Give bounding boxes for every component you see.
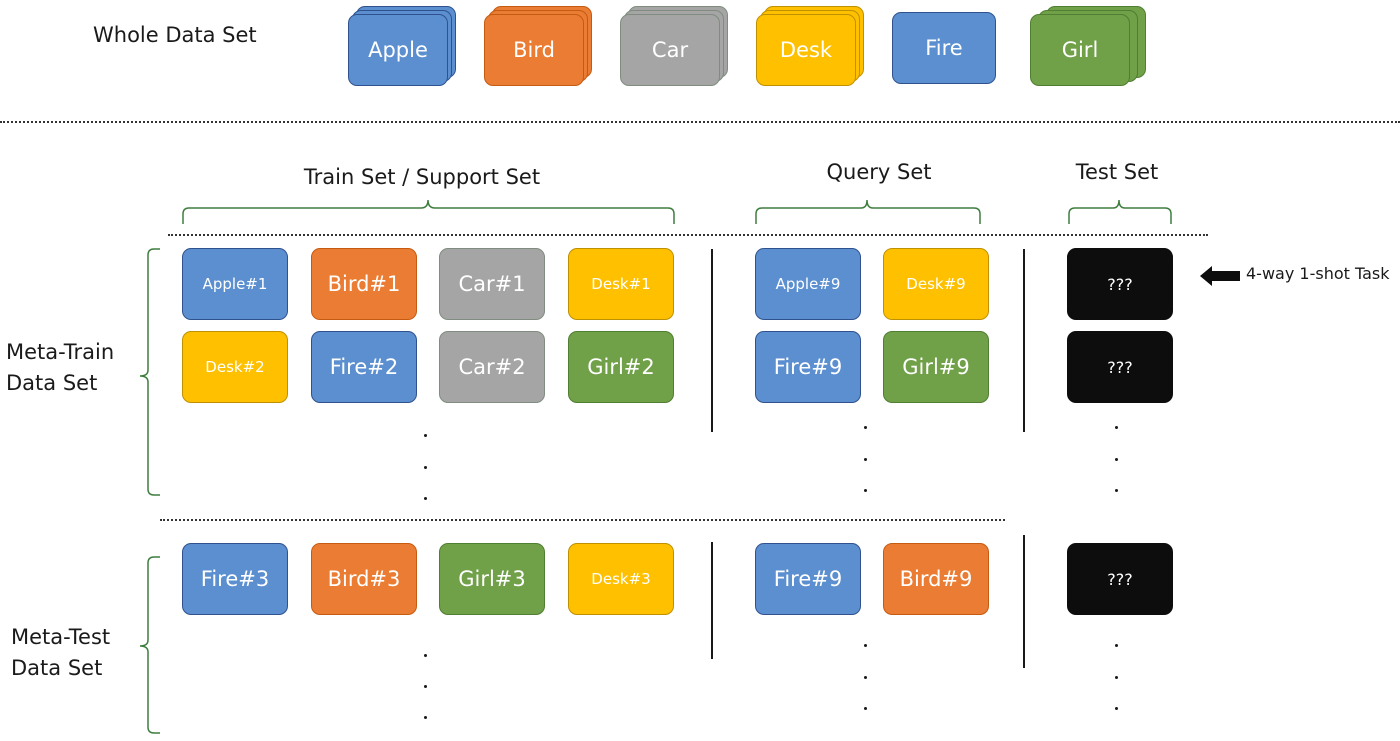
support-card: Fire#2: [311, 331, 417, 403]
section-divider: [0, 121, 1400, 123]
class-car-label: Car: [620, 14, 720, 86]
ellipsis-dot: [424, 685, 427, 688]
query-card: Girl#9: [883, 331, 989, 403]
support-card: Desk#2: [182, 331, 288, 403]
support-card: Apple#1: [182, 248, 288, 320]
ellipsis-dot: [424, 654, 427, 657]
support-card: Desk#1: [568, 248, 674, 320]
top-grid-dotted-line: [168, 234, 1208, 236]
ellipsis-dot: [864, 676, 867, 679]
ellipsis-dot: [864, 489, 867, 492]
ellipsis-dot: [1115, 676, 1118, 679]
class-apple-label: Apple: [348, 14, 448, 86]
class-bird-label: Bird: [484, 14, 584, 86]
query-card: Fire#9: [755, 331, 861, 403]
meta-train-label-line1: Meta-Train: [6, 340, 115, 364]
support-query-separator: [711, 249, 713, 432]
query-card: Apple#9: [755, 248, 861, 320]
meta-divider: [160, 519, 1005, 521]
ellipsis-dot: [424, 434, 427, 437]
class-stack-car: Car: [620, 6, 728, 86]
ellipsis-dot: [1115, 458, 1118, 461]
ellipsis-dot: [424, 466, 427, 469]
support-card: Car#2: [439, 331, 545, 403]
class-stack-desk: Desk: [756, 6, 864, 86]
meta-train-label-line2: Data Set: [6, 371, 98, 395]
class-fire-label: Fire: [892, 12, 996, 84]
ellipsis-dot: [424, 716, 427, 719]
support-card: Girl#3: [439, 543, 545, 615]
class-desk-label: Desk: [756, 14, 856, 86]
test-brace: [1068, 199, 1172, 224]
query-card: Bird#9: [883, 543, 989, 615]
train-brace: [182, 199, 675, 224]
query-card: Desk#9: [883, 248, 989, 320]
support-card: Fire#3: [182, 543, 288, 615]
test-card: ???: [1067, 248, 1173, 320]
ellipsis-dot: [1115, 426, 1118, 429]
support-card: Girl#2: [568, 331, 674, 403]
task-arrow-icon: [1200, 266, 1240, 286]
test-card: ???: [1067, 543, 1173, 615]
query-card: Fire#9: [755, 543, 861, 615]
class-stack-fire: Fire: [892, 6, 998, 86]
meta-test-brace: [139, 556, 160, 734]
test-set-header: Test Set: [1075, 160, 1159, 184]
ellipsis-dot: [864, 426, 867, 429]
ellipsis-dot: [864, 644, 867, 647]
query-brace: [755, 199, 981, 224]
ellipsis-dot: [1115, 489, 1118, 492]
ellipsis-dot: [1115, 707, 1118, 710]
class-stack-bird: Bird: [484, 6, 592, 86]
ellipsis-dot: [1115, 644, 1118, 647]
support-query-separator: [711, 542, 713, 659]
class-stack-apple: Apple: [348, 6, 456, 86]
train-support-set-header: Train Set / Support Set: [303, 165, 541, 189]
query-set-header: Query Set: [826, 160, 932, 184]
class-girl-label: Girl: [1030, 14, 1130, 86]
task-arrow-label: 4-way 1-shot Task: [1246, 264, 1390, 283]
meta-test-label-line1: Meta-Test: [11, 625, 111, 649]
ellipsis-dot: [864, 707, 867, 710]
support-card: Bird#1: [311, 248, 417, 320]
ellipsis-dot: [424, 497, 427, 500]
query-test-separator: [1023, 535, 1025, 668]
whole-data-set-label: Whole Data Set: [93, 23, 257, 47]
meta-test-label-line2: Data Set: [11, 656, 103, 680]
ellipsis-dot: [864, 458, 867, 461]
support-card: Bird#3: [311, 543, 417, 615]
support-card: Car#1: [439, 248, 545, 320]
test-card: ???: [1067, 331, 1173, 403]
class-stack-girl: Girl: [1030, 6, 1146, 86]
support-card: Desk#3: [568, 543, 674, 615]
meta-train-brace: [139, 248, 160, 496]
query-test-separator: [1023, 249, 1025, 432]
